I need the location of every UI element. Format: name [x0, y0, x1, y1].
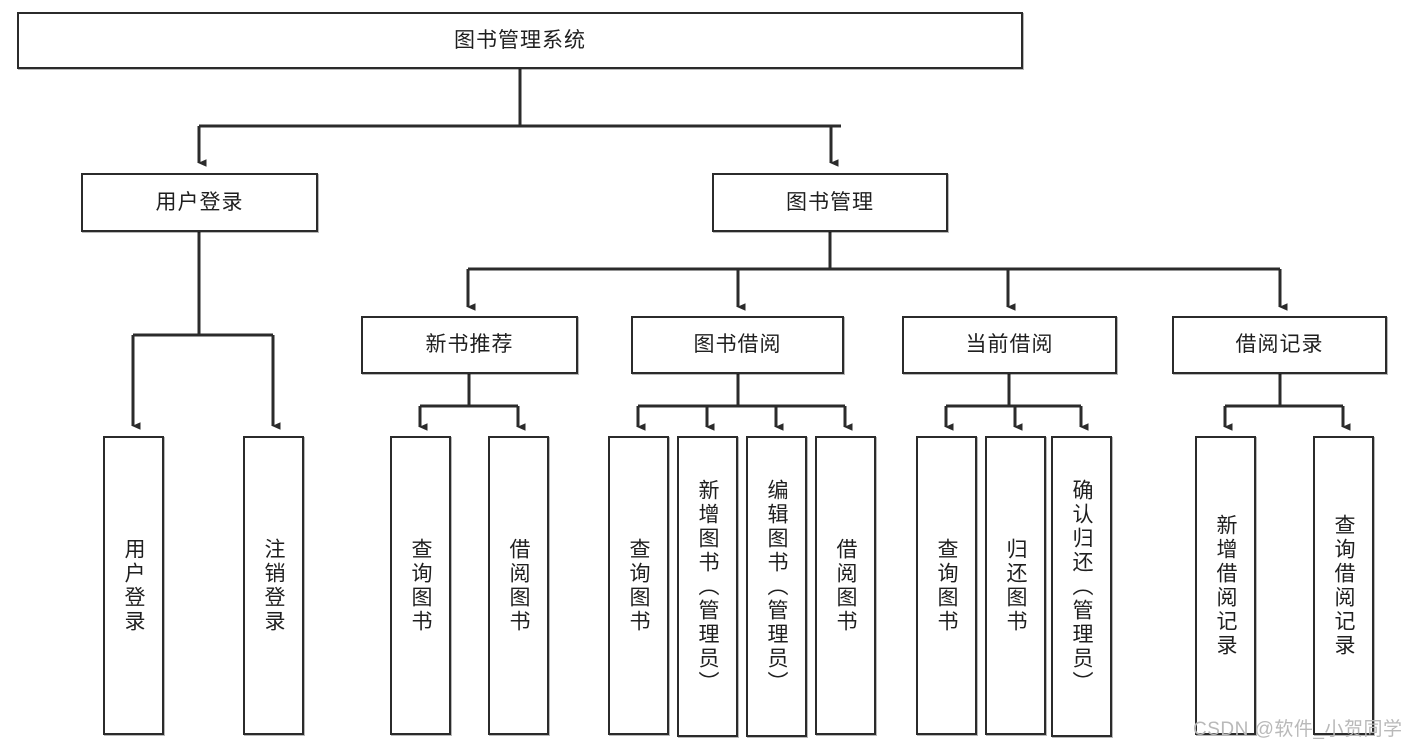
node-current-borrow-label: 当前借阅	[965, 333, 1054, 357]
node-user-login[interactable]: 用户登录	[81, 173, 318, 232]
leaf-borrow-book-2-label: 借阅图书	[834, 537, 857, 634]
leaf-query-borrow-record[interactable]: 查询借阅记录	[1313, 436, 1374, 735]
node-new-book-recommend-label: 新书推荐	[425, 333, 514, 357]
leaf-edit-book-admin-label: 编辑图书（管理员）	[765, 478, 788, 695]
node-user-login-label: 用户登录	[155, 190, 244, 214]
node-book-borrow-label: 图书借阅	[693, 333, 782, 357]
leaf-user-login-label: 用户登录	[122, 537, 145, 634]
node-root-label: 图书管理系统	[454, 28, 586, 52]
leaf-borrow-book-1-label: 借阅图书	[507, 537, 530, 634]
leaf-borrow-book-2[interactable]: 借阅图书	[815, 436, 876, 735]
node-new-book-recommend[interactable]: 新书推荐	[361, 316, 578, 374]
node-borrow-record-label: 借阅记录	[1235, 333, 1324, 357]
leaf-query-borrow-record-label: 查询借阅记录	[1332, 513, 1355, 658]
leaf-add-borrow-record[interactable]: 新增借阅记录	[1195, 436, 1256, 735]
leaf-query-book-3[interactable]: 查询图书	[916, 436, 977, 735]
node-book-manage-label: 图书管理	[786, 190, 874, 214]
leaf-borrow-book-1[interactable]: 借阅图书	[488, 436, 549, 735]
leaf-query-book-3-label: 查询图书	[935, 537, 958, 634]
node-book-borrow[interactable]: 图书借阅	[631, 316, 844, 374]
leaf-logout-login[interactable]: 注销登录	[243, 436, 304, 735]
csdn-watermark: CSDN @软件_小贺同学	[1193, 719, 1403, 740]
leaf-query-book-2-label: 查询图书	[627, 537, 650, 634]
leaf-add-book-admin[interactable]: 新增图书（管理员）	[677, 436, 738, 737]
leaf-confirm-return[interactable]: 确认归还（管理员）	[1051, 436, 1112, 737]
leaf-query-book-1[interactable]: 查询图书	[390, 436, 451, 735]
leaf-add-book-admin-label: 新增图书（管理员）	[696, 478, 719, 695]
node-current-borrow[interactable]: 当前借阅	[902, 316, 1117, 374]
leaf-query-book-2[interactable]: 查询图书	[608, 436, 669, 735]
leaf-add-borrow-record-label: 新增借阅记录	[1214, 513, 1237, 658]
leaf-return-book-label: 归还图书	[1004, 537, 1027, 634]
node-borrow-record[interactable]: 借阅记录	[1172, 316, 1387, 374]
leaf-confirm-return-label: 确认归还（管理员）	[1070, 478, 1093, 695]
leaf-edit-book-admin[interactable]: 编辑图书（管理员）	[746, 436, 807, 737]
leaf-query-book-1-label: 查询图书	[409, 537, 432, 634]
leaf-user-login[interactable]: 用户登录	[103, 436, 164, 735]
node-root[interactable]: 图书管理系统	[17, 12, 1023, 69]
leaf-logout-login-label: 注销登录	[262, 537, 285, 634]
node-book-manage[interactable]: 图书管理	[712, 173, 948, 232]
leaf-return-book[interactable]: 归还图书	[985, 436, 1046, 735]
